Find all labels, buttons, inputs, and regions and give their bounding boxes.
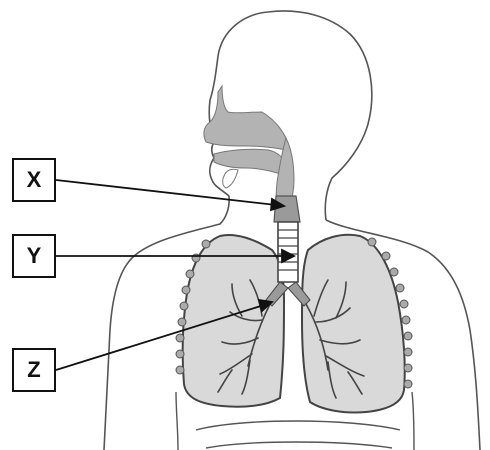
larynx — [274, 196, 300, 222]
pointer-x — [56, 180, 276, 205]
label-z: Z — [27, 357, 40, 383]
diaphragm-arc-lower — [206, 442, 392, 448]
tongue — [223, 169, 238, 188]
nasal-cavity — [204, 86, 286, 150]
diaphragm-line-right — [412, 392, 414, 450]
label-z-box: Z — [12, 348, 56, 392]
oral-cavity — [214, 149, 286, 176]
right-lung — [302, 235, 405, 413]
label-x: X — [27, 167, 42, 193]
diaphragm-arc — [196, 421, 400, 430]
diaphragm-line — [176, 392, 178, 450]
label-y-box: Y — [12, 234, 56, 278]
label-y: Y — [27, 243, 42, 269]
label-x-box: X — [12, 158, 56, 202]
